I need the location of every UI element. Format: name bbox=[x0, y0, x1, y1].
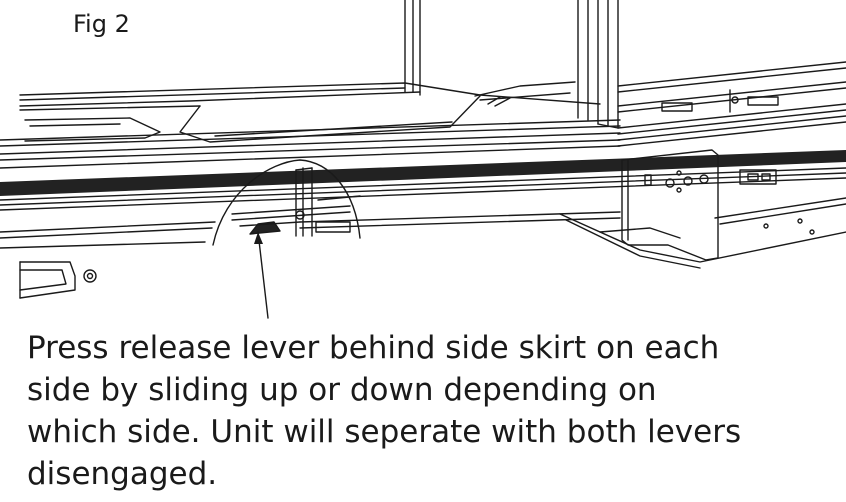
left-foot bbox=[19, 261, 97, 299]
caption-line: disengaged. bbox=[27, 456, 218, 492]
bracket-plate bbox=[621, 149, 777, 261]
slide-rail-right bbox=[617, 61, 846, 147]
cutaway-detail bbox=[212, 159, 361, 246]
base-plate bbox=[559, 197, 846, 269]
frame-uprights bbox=[404, 0, 619, 129]
caption-line: Press release lever behind side skirt on… bbox=[27, 330, 720, 366]
figure-label: Fig 2 bbox=[73, 10, 130, 38]
leader-line bbox=[254, 231, 269, 319]
caption-line: side by sliding up or down depending on bbox=[27, 372, 657, 408]
upper-tray bbox=[19, 81, 601, 143]
technical-drawing bbox=[0, 0, 846, 319]
instruction-caption: Press release lever behind side skirt on… bbox=[27, 327, 827, 495]
main-rail bbox=[0, 119, 846, 249]
caption-line: which side. Unit will seperate with both… bbox=[27, 414, 742, 450]
